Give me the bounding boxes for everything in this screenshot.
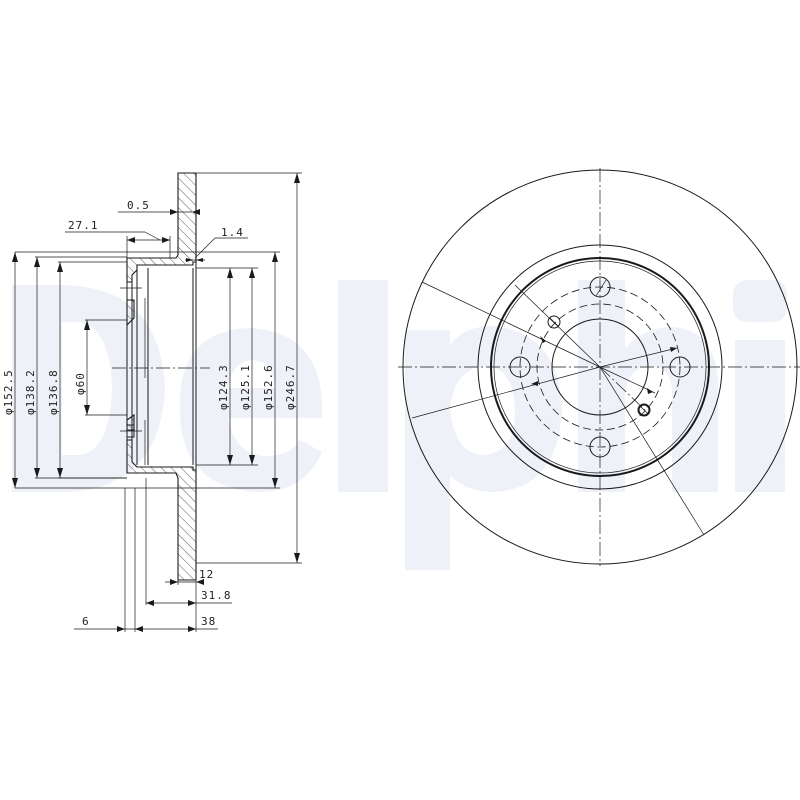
dim-dia-125-1: φ125.1 bbox=[239, 364, 252, 410]
dim-dia-60: φ60 bbox=[74, 372, 87, 395]
disc-section-top bbox=[126, 172, 197, 283]
dim-dia-124-3: φ124.3 bbox=[217, 364, 230, 410]
dim-38: 38 bbox=[201, 615, 216, 628]
dim-6: 6 bbox=[82, 615, 90, 628]
small-hole-lower-right bbox=[637, 403, 651, 417]
dim-dia-138-2: φ138.2 bbox=[24, 369, 37, 415]
dim-27-1: 27.1 bbox=[68, 219, 99, 232]
dim-dia-246-7: φ246.7 bbox=[284, 364, 297, 410]
bolt-hole-right bbox=[669, 356, 691, 378]
dim-1-4: 1.4 bbox=[221, 226, 244, 239]
bolt-hole-bottom bbox=[589, 436, 611, 458]
dim-dia-136-8: φ136.8 bbox=[47, 369, 60, 415]
dim-31-8: 31.8 bbox=[201, 589, 232, 602]
bolt-hole-top bbox=[589, 276, 611, 298]
front-disc-view bbox=[398, 168, 800, 566]
dim-12: 12 bbox=[199, 568, 214, 581]
dim-dia-152-6: φ152.6 bbox=[262, 364, 275, 410]
side-section-view: φ152.5 φ138.2 φ136.8 φ60 φ124.3 φ125.1 φ… bbox=[2, 172, 302, 632]
dim-0-5: 0.5 bbox=[127, 199, 150, 212]
dim-dia-152-5: φ152.5 bbox=[2, 369, 15, 415]
bolt-hole-left bbox=[509, 356, 531, 378]
small-hole-upper-left bbox=[547, 315, 561, 329]
